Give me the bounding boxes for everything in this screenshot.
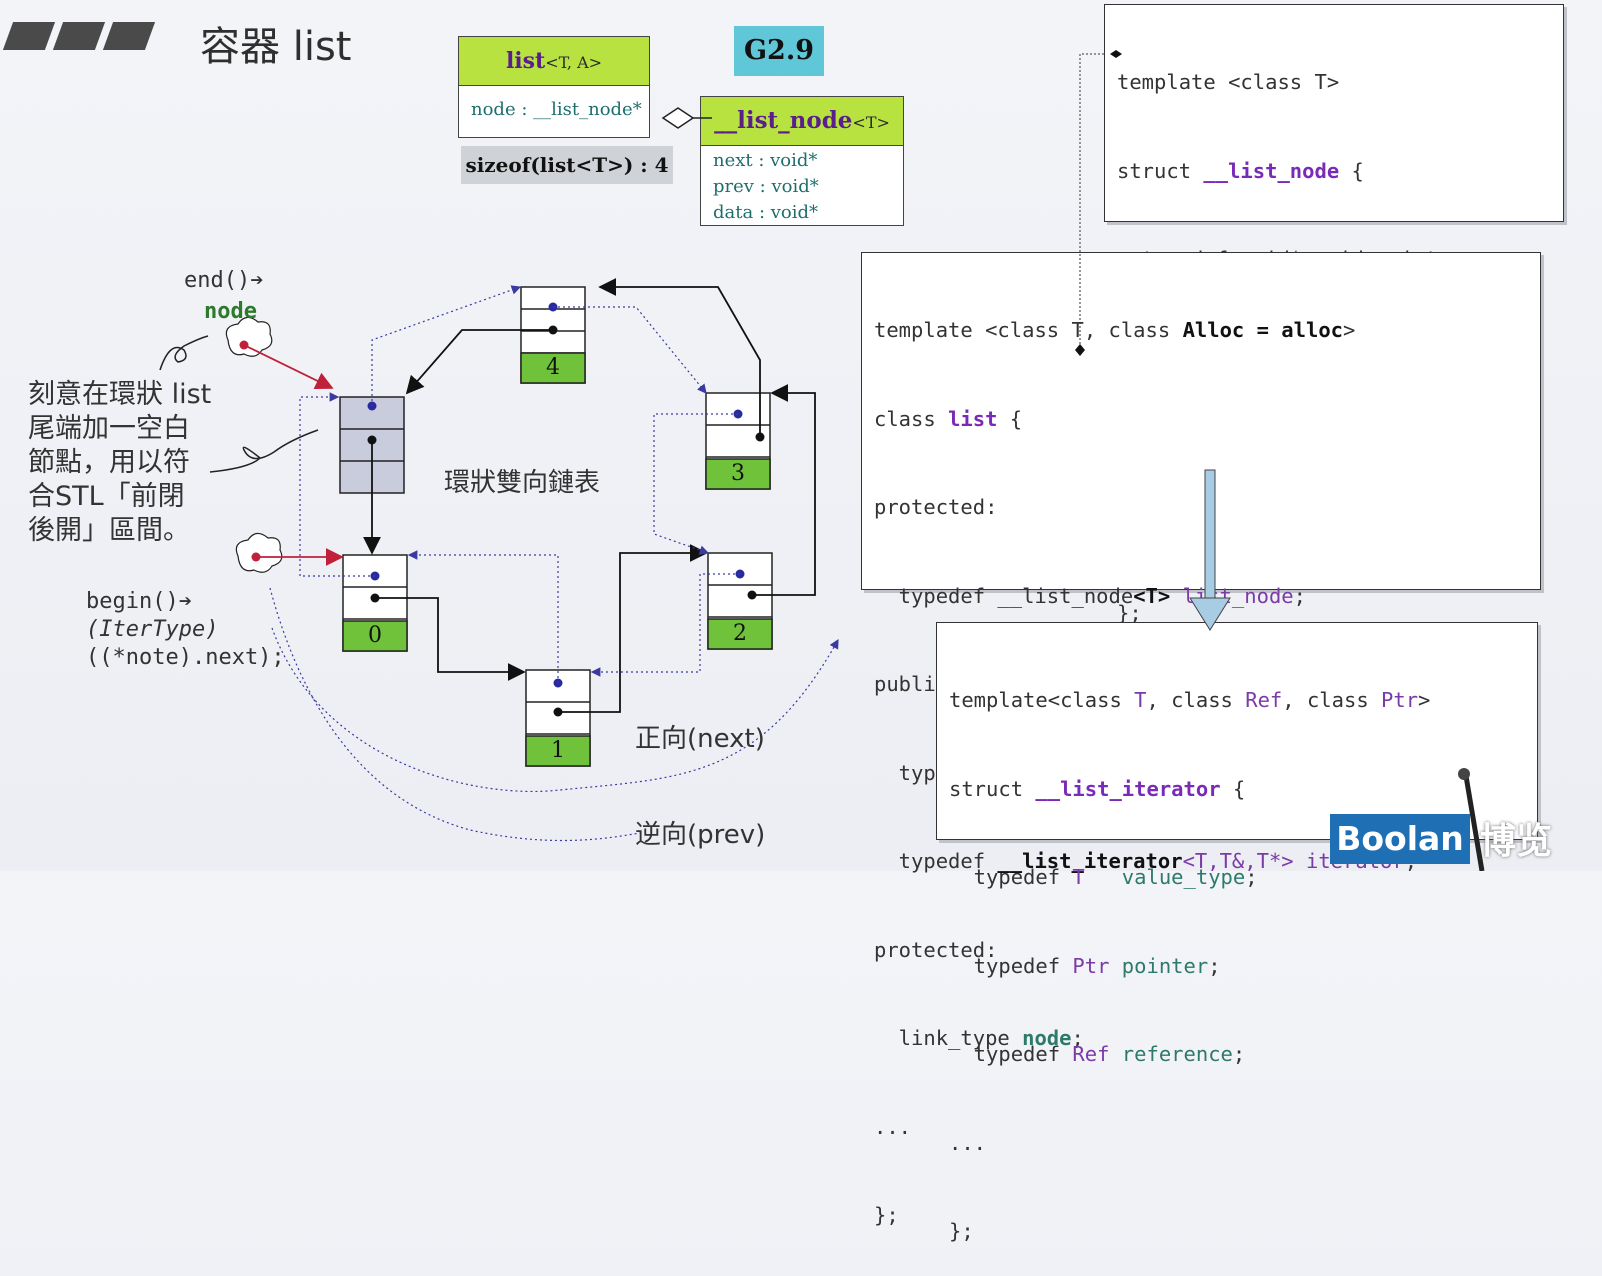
- uml-node-name: __list_node: [714, 107, 853, 134]
- typedef-arrow: [1189, 469, 1231, 631]
- list-node-1: [525, 669, 591, 767]
- ring-diagram: [159, 50, 1485, 871]
- node-number: 1: [551, 738, 565, 763]
- ring-label: 環狀雙向鏈表: [444, 468, 601, 498]
- code-line: class list {: [874, 406, 1023, 431]
- note-line: 刻意在環狀 list: [28, 379, 212, 410]
- code-line: template <class T>: [1117, 70, 1340, 94]
- code-list-node: template <class T> struct __list_node { …: [1104, 4, 1564, 625]
- node-number: 3: [731, 461, 745, 486]
- begin-line: ((*note).next);: [86, 645, 285, 670]
- forward-label: 正向(next): [635, 724, 765, 754]
- sizeof-label: sizeof(list<T>) : 4: [461, 146, 673, 184]
- brand-logo-cn: 博览: [1480, 821, 1553, 862]
- uml-list-header: list<T, A>: [459, 37, 649, 86]
- code-line: protected:: [874, 495, 998, 519]
- uml-list-member: node : __list_node*: [471, 99, 642, 120]
- begin-label: begin()➔ (IterType) ((*note).next);: [86, 588, 285, 672]
- code-line: template <class T, class Alloc = alloc>: [874, 318, 1356, 342]
- end-pointer-arrow: [243, 344, 334, 389]
- next-links: [363, 278, 816, 713]
- microphone-icon: [1458, 768, 1470, 780]
- brand-logo: Boolan: [1330, 814, 1470, 864]
- uml-list-name: list: [505, 48, 546, 74]
- code-line: struct __list_iterator {: [949, 776, 1246, 801]
- node-squiggle: [159, 335, 209, 371]
- uml-node-params: <T>: [852, 113, 890, 132]
- connector-diamond-bottom: [1075, 344, 1085, 356]
- sentinel-note: 刻意在環狀 list 尾端加一空白 節點，用以符 合STL「前閉 後開」區間。: [28, 378, 218, 548]
- node-number: 2: [733, 621, 747, 646]
- uml-node-member: next : void*: [713, 150, 818, 171]
- code-line: };: [949, 1219, 974, 1243]
- code-line: typedef Ptr pointer;: [949, 953, 1221, 978]
- code-list-class: template <class T, class Alloc = alloc> …: [861, 252, 1541, 1227]
- backward-label: 逆向(prev): [635, 820, 766, 850]
- list-node-4: [520, 286, 586, 384]
- uml-node-class: __list_node<T> next : void* prev : void*…: [700, 96, 904, 226]
- node-label: node: [204, 299, 257, 324]
- begin-line: begin()➔: [86, 589, 192, 614]
- forward-curve: [271, 627, 839, 793]
- uml-list-params: <T, A>: [545, 53, 603, 72]
- list-node-2: [707, 552, 773, 650]
- begin-cloud: [235, 532, 283, 573]
- dotted-connector: [1079, 53, 1104, 350]
- code-line: struct __list_node {: [1117, 158, 1364, 183]
- uml-list-class: list<T, A> node : __list_node*: [458, 36, 650, 138]
- uml-node-member: data : void*: [713, 202, 819, 223]
- note-squiggle: [209, 429, 319, 473]
- code-line: };: [1117, 601, 1142, 625]
- note-line: 後開」區間。: [28, 515, 190, 546]
- note-line: 節點，用以符: [28, 447, 190, 478]
- code-line: typedef Ref reference;: [949, 1042, 1246, 1066]
- code-line: ...: [949, 1130, 987, 1155]
- prev-links: [299, 285, 740, 683]
- microphone-stand: [1463, 775, 1485, 871]
- begin-line: (IterType): [86, 617, 219, 642]
- connector-diamond-top: [1110, 50, 1122, 58]
- page-title: 容器 list: [200, 24, 352, 70]
- aggregation-diamond: [661, 107, 712, 129]
- note-line: 尾端加一空白: [28, 413, 190, 444]
- list-node-0: [342, 554, 408, 652]
- version-badge: G2.9: [734, 26, 824, 76]
- uml-node-header: __list_node<T>: [701, 97, 903, 146]
- note-line: 合STL「前閉: [28, 481, 185, 512]
- end-label: end()➔: [184, 268, 264, 293]
- node-number: 4: [546, 355, 560, 380]
- node-number: 0: [368, 623, 382, 648]
- code-line: template<class T, class Ref, class Ptr>: [949, 688, 1431, 712]
- uml-node-member: prev : void*: [713, 176, 819, 197]
